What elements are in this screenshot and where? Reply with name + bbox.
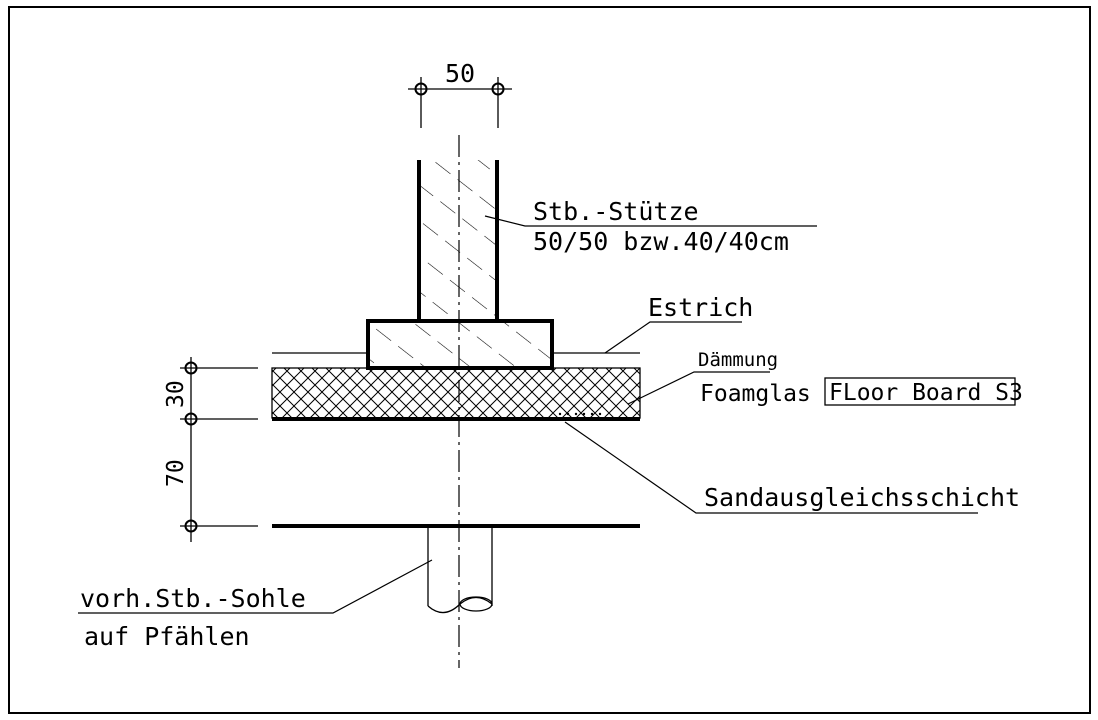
insulation-product-box bbox=[824, 377, 1016, 406]
top-dimension bbox=[408, 77, 512, 128]
leader-lines bbox=[78, 215, 978, 614]
insulation-product-label: FLoor Board S3 bbox=[829, 380, 1023, 406]
slab-label-line1: vorh.Stb.-Sohle bbox=[80, 584, 306, 613]
top-dimension-label: 50 bbox=[445, 59, 475, 88]
dimension-70-label: 70 bbox=[163, 459, 189, 487]
column-base bbox=[366, 319, 554, 370]
sand-layer-label: Sandausgleichsschicht bbox=[704, 483, 1020, 512]
column-title-label: Stb.-Stütze bbox=[533, 197, 699, 226]
insulation-layer bbox=[271, 367, 641, 419]
pile bbox=[427, 527, 493, 614]
insulation-label: Dämmung bbox=[698, 349, 778, 371]
dimension-30-label: 30 bbox=[163, 380, 189, 408]
column bbox=[417, 160, 499, 322]
insulation-dots bbox=[558, 412, 602, 416]
left-dimension bbox=[180, 357, 258, 542]
slab-label-line2: auf Pfählen bbox=[84, 622, 250, 651]
insulation-material-label: Foamglas bbox=[700, 381, 811, 407]
column-size-label: 50/50 bzw.40/40cm bbox=[533, 227, 789, 256]
screed-label: Estrich bbox=[648, 293, 753, 322]
drawing-frame bbox=[8, 6, 1091, 714]
